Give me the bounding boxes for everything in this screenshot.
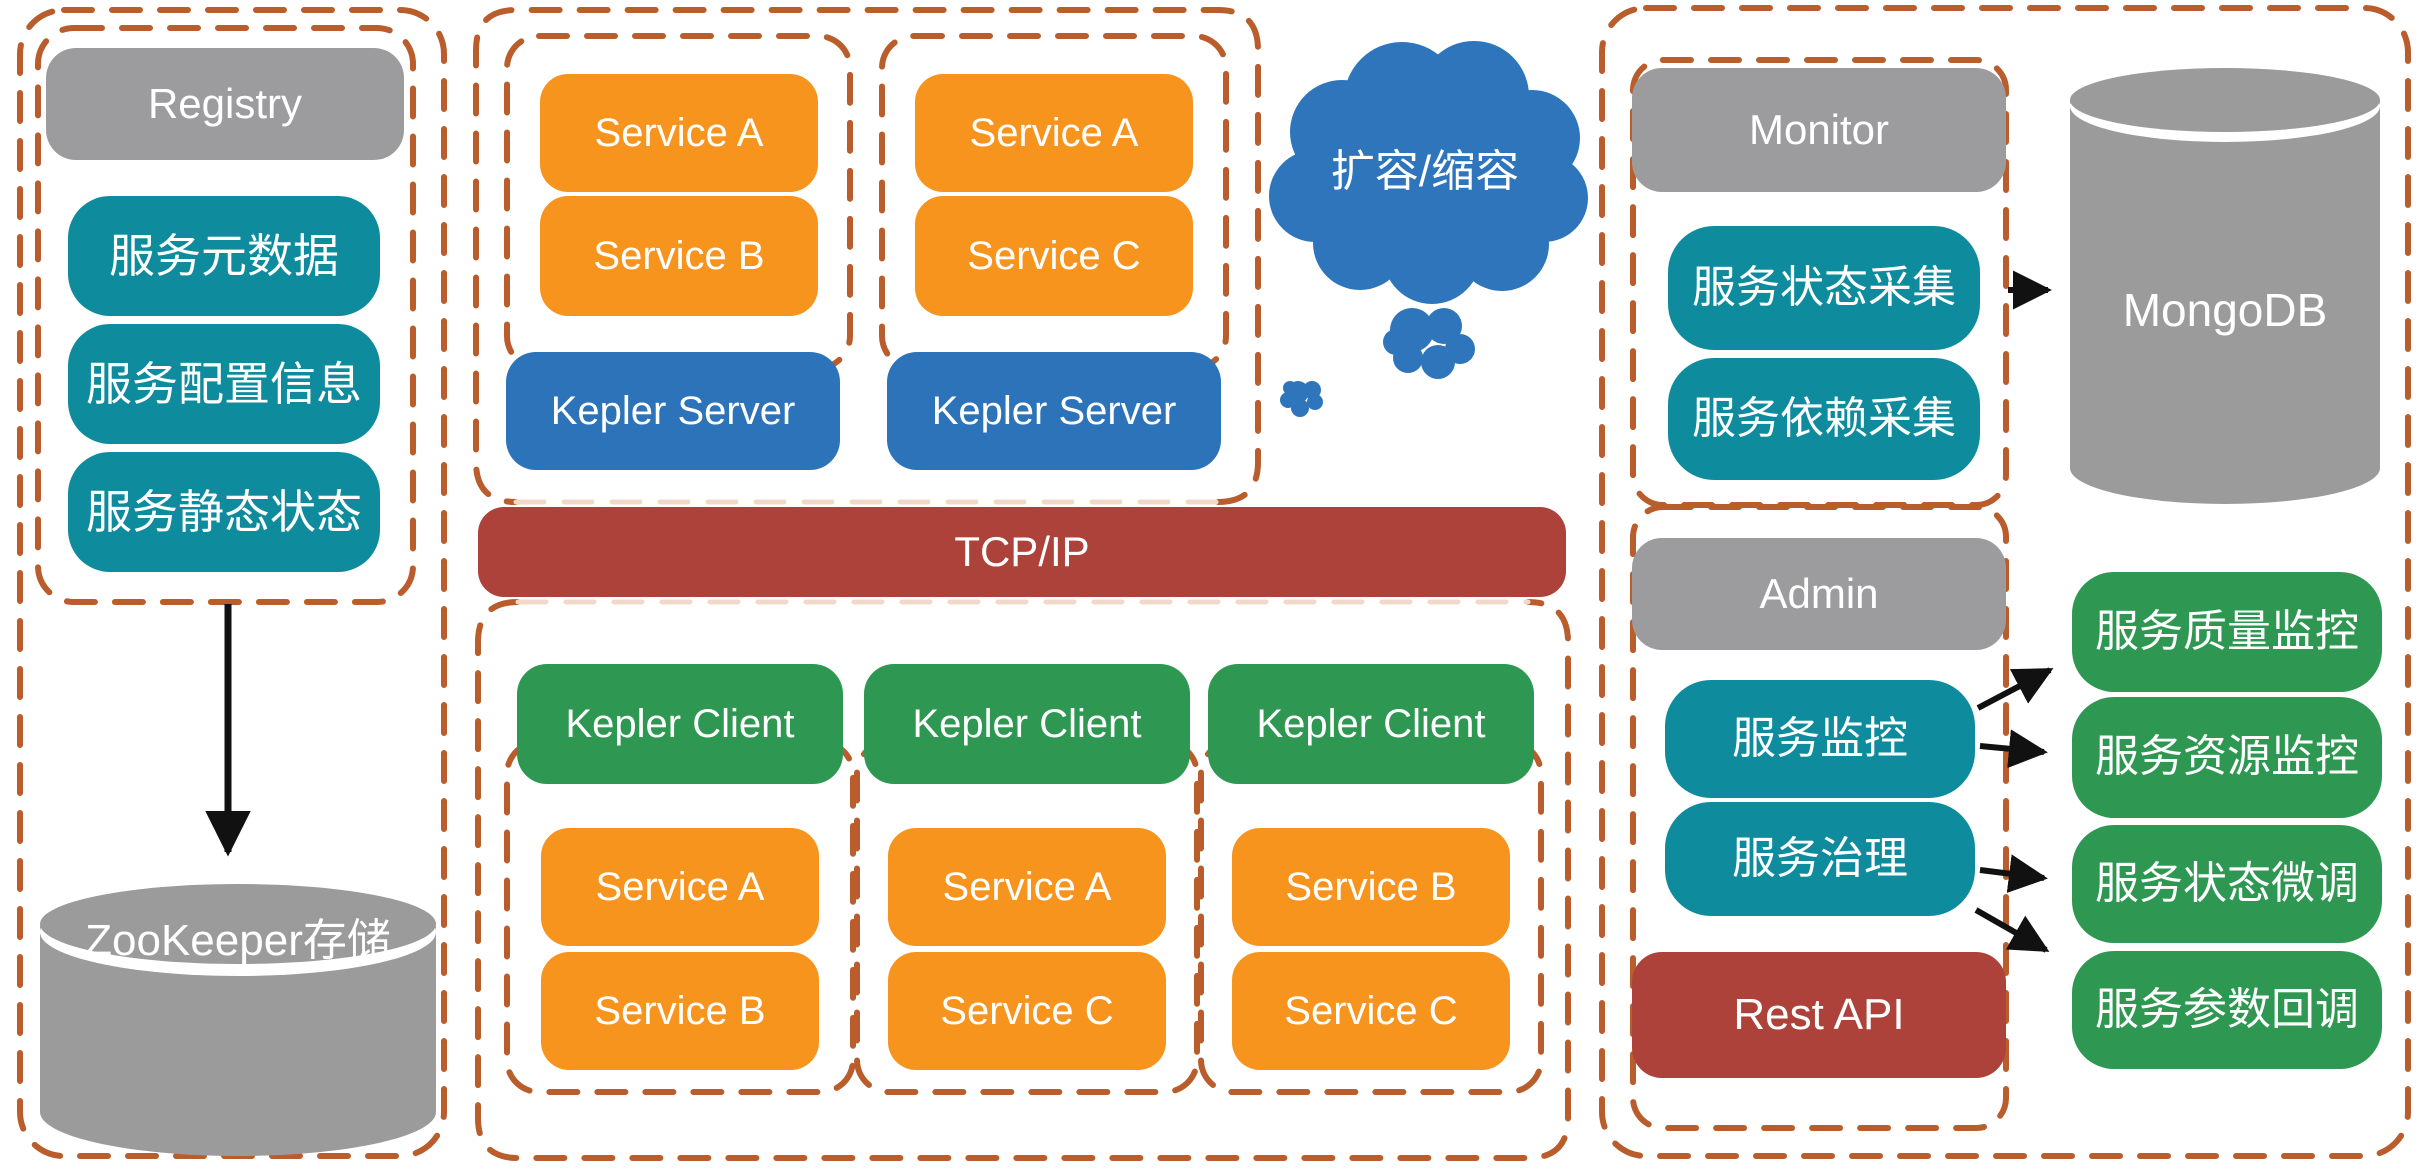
service-governance-box: 服务治理 <box>1665 802 1975 916</box>
zookeeper-cylinder <box>40 884 436 1156</box>
client-group-3-border <box>1198 739 1544 1095</box>
arrow-monitor-to-quality <box>1976 667 2054 711</box>
client1-service-b-box: Service B <box>541 952 819 1070</box>
server1-service-a-box: Service A <box>540 74 818 192</box>
server-cluster-border <box>473 7 1261 505</box>
service-monitor-box: 服务监控 <box>1665 680 1975 798</box>
mongodb-label: MongoDB <box>2122 283 2328 336</box>
rest-api-box: Rest API <box>1632 952 2006 1078</box>
kepler-client-3-box: Kepler Client <box>1208 664 1534 784</box>
service-status-finetune-box: 服务状态微调 <box>2072 825 2382 943</box>
mongodb-cylinder <box>2070 68 2380 504</box>
server2-service-c-box: Service C <box>915 196 1193 316</box>
service-param-callback-box: 服务参数回调 <box>2072 951 2382 1069</box>
client-cluster-border <box>475 599 1571 1161</box>
admin-group-border <box>1630 504 2009 1131</box>
registry-box: Registry <box>46 48 404 160</box>
registry-group-border <box>35 25 416 605</box>
right-panel-border <box>1599 5 2411 1159</box>
cloud-shape <box>1269 41 1588 417</box>
arrow-govern-to-finetune <box>1979 854 2048 893</box>
service-metadata-box: 服务元数据 <box>68 196 380 316</box>
kepler-client-2-box: Kepler Client <box>864 664 1190 784</box>
kepler-server-1-box: Kepler Server <box>506 352 840 470</box>
server1-service-b-box: Service B <box>540 196 818 316</box>
client3-service-b-box: Service B <box>1232 828 1510 946</box>
client1-service-a-box: Service A <box>541 828 819 946</box>
status-collect-box: 服务状态采集 <box>1668 226 1980 350</box>
service-quality-monitor-box: 服务质量监控 <box>2072 572 2382 692</box>
arrow-govern-to-callback <box>1974 907 2050 953</box>
client2-service-c-box: Service C <box>888 952 1166 1070</box>
zookeeper-storage-label: ZooKeeper存储 <box>85 915 391 965</box>
service-static-state-box: 服务静态状态 <box>68 452 380 572</box>
monitor-box: Monitor <box>1632 68 2006 192</box>
dependency-collect-box: 服务依赖采集 <box>1668 358 1980 480</box>
kepler-server-2-box: Kepler Server <box>887 352 1221 470</box>
admin-box: Admin <box>1632 538 2006 650</box>
client3-service-c-box: Service C <box>1232 952 1510 1070</box>
left-panel-border <box>17 7 447 1159</box>
kepler-client-1-box: Kepler Client <box>517 664 843 784</box>
arrow-monitor-to-resource <box>1979 729 2048 769</box>
monitor-group-border <box>1630 57 2009 508</box>
scale-cloud-label: 扩容/缩容 <box>1330 146 1520 196</box>
tcpip-bus: TCP/IP <box>478 507 1566 597</box>
client2-service-a-box: Service A <box>888 828 1166 946</box>
client-group-2-border <box>854 739 1200 1095</box>
service-config-box: 服务配置信息 <box>68 324 380 444</box>
server2-service-a-box: Service A <box>915 74 1193 192</box>
service-resource-monitor-box: 服务资源监控 <box>2072 697 2382 818</box>
